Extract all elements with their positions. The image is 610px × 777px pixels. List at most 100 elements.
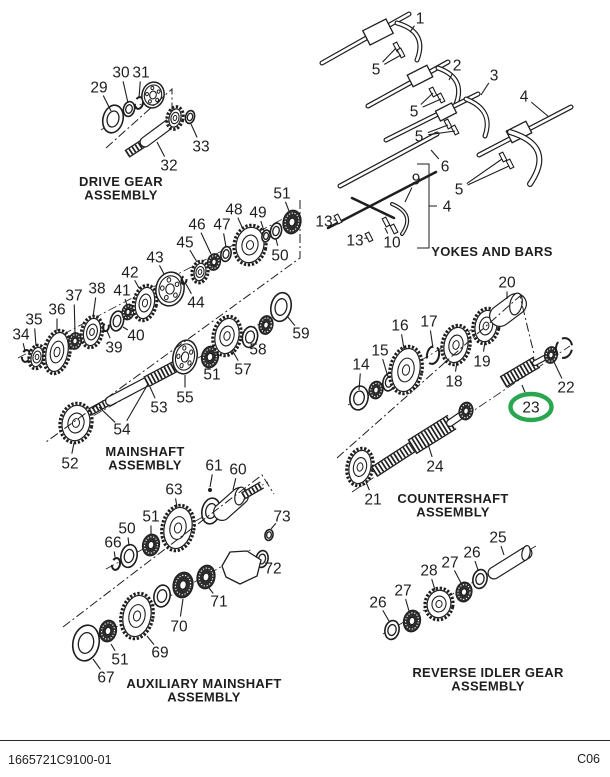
- callout-60[interactable]: 60: [229, 462, 247, 491]
- callout-1[interactable]: 1: [409, 11, 424, 33]
- countershaft-assembly-part-dgear: [458, 401, 474, 421]
- callout-51[interactable]: 51: [203, 367, 220, 384]
- callout-50[interactable]: 50: [118, 521, 136, 547]
- callout-3[interactable]: 3: [480, 68, 499, 96]
- callout-number: 50: [271, 248, 289, 265]
- callout-52[interactable]: 52: [61, 442, 79, 473]
- callout-28[interactable]: 28: [420, 563, 438, 591]
- callout-2[interactable]: 2: [448, 58, 461, 81]
- callout-21[interactable]: 21: [364, 481, 382, 509]
- callout-34[interactable]: 34: [12, 327, 30, 352]
- callout-51[interactable]: 51: [110, 643, 129, 669]
- callout-49[interactable]: 49: [249, 205, 267, 232]
- callout-51[interactable]: 51: [142, 509, 160, 535]
- callout-53[interactable]: 53: [149, 386, 168, 417]
- callout-50[interactable]: 50: [271, 238, 289, 265]
- callout-5[interactable]: 5: [415, 124, 456, 146]
- callout-5[interactable]: 5: [410, 92, 442, 121]
- leader-line: [405, 598, 410, 612]
- countershaft-assembly-part-ring: [349, 385, 369, 411]
- callout-24[interactable]: 24: [426, 443, 444, 476]
- countershaft-assembly-part-gear: [440, 323, 472, 367]
- callout-number: 3: [490, 68, 499, 85]
- callout-16[interactable]: 16: [391, 318, 409, 350]
- auxiliary-mainshaft-assembly-part-dgear: [98, 619, 118, 643]
- callout-number: 52: [61, 456, 78, 473]
- callout-36[interactable]: 36: [48, 302, 66, 332]
- callout-32[interactable]: 32: [156, 141, 178, 175]
- callout-33[interactable]: 33: [190, 123, 210, 156]
- callout-27[interactable]: 27: [394, 583, 412, 612]
- callout-13[interactable]: 13: [346, 233, 368, 250]
- callout-number: 49: [249, 205, 266, 222]
- callout-10[interactable]: 10: [383, 227, 401, 252]
- callout-58[interactable]: 58: [249, 342, 266, 359]
- callout-61[interactable]: 61: [205, 458, 223, 488]
- callout-4[interactable]: 4: [520, 89, 550, 118]
- callout-27[interactable]: 27: [441, 555, 462, 584]
- callout-73[interactable]: 73: [270, 509, 291, 530]
- callout-20[interactable]: 20: [498, 275, 516, 300]
- callout-57[interactable]: 57: [231, 349, 252, 379]
- leader-line: [384, 227, 389, 234]
- callout-15[interactable]: 15: [371, 343, 389, 378]
- callout-67[interactable]: 67: [92, 658, 115, 687]
- leader-line: [431, 578, 436, 591]
- callout-number: 5: [455, 182, 464, 199]
- callout-71[interactable]: 71: [208, 587, 228, 611]
- callout-29[interactable]: 29: [90, 80, 112, 112]
- callout-45[interactable]: 45: [176, 235, 198, 263]
- callout-47[interactable]: 47: [213, 217, 231, 248]
- callout-number: 51: [273, 186, 290, 203]
- callout-38[interactable]: 38: [88, 281, 106, 318]
- callout-22[interactable]: 22: [553, 361, 575, 397]
- callout-66[interactable]: 66: [104, 535, 122, 558]
- callout-44[interactable]: 44: [185, 283, 205, 312]
- yokes-and-bars-part-clip: [443, 118, 453, 130]
- callout-19[interactable]: 19: [473, 341, 491, 371]
- callout-26[interactable]: 26: [463, 545, 481, 571]
- callout-5[interactable]: 5: [455, 158, 510, 199]
- reverse-idler-gear-assembly-title: ASSEMBLY: [451, 679, 524, 694]
- callout-13[interactable]: 13: [315, 214, 337, 231]
- callout-55[interactable]: 55: [176, 375, 194, 407]
- callout-40[interactable]: 40: [122, 326, 145, 345]
- callout-9[interactable]: 9: [404, 172, 420, 203]
- callout-number: 43: [146, 250, 163, 267]
- callout-39[interactable]: 39: [105, 330, 123, 357]
- mainshaft-assembly-part-snap: [180, 275, 188, 285]
- callout-37[interactable]: 37: [65, 288, 83, 334]
- mainshaft-assembly-part-dgear: [258, 315, 274, 335]
- callout-54[interactable]: 54: [98, 383, 149, 439]
- callout-4[interactable]: 4: [443, 199, 452, 216]
- callout-26[interactable]: 26: [369, 595, 390, 622]
- callout-59[interactable]: 59: [286, 315, 310, 343]
- leader-line: [480, 82, 490, 96]
- callout-69[interactable]: 69: [146, 635, 169, 662]
- callout-51[interactable]: 51: [273, 186, 291, 212]
- callout-42[interactable]: 42: [121, 265, 140, 289]
- yokes-and-bars-part-fork: [463, 96, 490, 139]
- callout-5[interactable]: 5: [372, 47, 402, 79]
- callout-41[interactable]: 41: [113, 283, 131, 306]
- callout-48[interactable]: 48: [225, 202, 243, 228]
- callout-43[interactable]: 43: [146, 250, 165, 275]
- auxiliary-mainshaft-assembly-title: ASSEMBLY: [167, 690, 240, 705]
- callout-46[interactable]: 46: [188, 217, 212, 255]
- callout-31[interactable]: 31: [132, 65, 150, 99]
- callout-23-highlighted[interactable]: 23: [508, 384, 554, 423]
- callout-18[interactable]: 18: [445, 361, 463, 391]
- reverse-idler-gear-assembly-part-cyl: [487, 545, 533, 580]
- callout-63[interactable]: 63: [165, 482, 183, 508]
- callout-number: 5: [372, 62, 381, 79]
- callout-72[interactable]: 72: [264, 561, 281, 578]
- callout-14[interactable]: 14: [352, 357, 370, 391]
- callout-70[interactable]: 70: [170, 598, 188, 636]
- callout-6[interactable]: 6: [430, 149, 449, 176]
- mainshaft-assembly-title: MAINSHAFT: [105, 444, 184, 459]
- callout-35[interactable]: 35: [25, 312, 43, 347]
- callout-25[interactable]: 25: [489, 530, 507, 556]
- callout-17[interactable]: 17: [420, 314, 438, 349]
- callout-30[interactable]: 30: [112, 65, 130, 104]
